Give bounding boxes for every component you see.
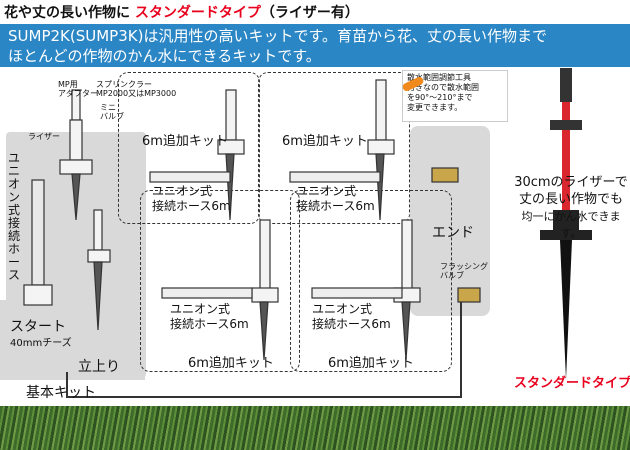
riser-note-line-3: 均一にかん水できます。 (521, 210, 621, 240)
label-flushing-valve: フラッシング バルブ (440, 262, 488, 280)
label-mini-valve: ミニ バルブ (100, 103, 124, 121)
riser-1 (69, 119, 83, 161)
add-kit-label-2: 6m追加キット (282, 134, 368, 149)
add-kit-label-1: 6m追加キット (142, 134, 228, 149)
banner-line-2: ほとんどの作物のかん水にできるキットです。 (8, 47, 321, 65)
label-basic-kit: 基本キット (26, 385, 96, 401)
stake-2 (93, 261, 103, 331)
riser-note: 30cmのライザーで 丈の長い作物でも 均一にかん水できます。 (512, 174, 630, 242)
irrigation-kit-diagram (23, 68, 592, 380)
cheese-fitting (23, 284, 53, 306)
tee-1 (59, 159, 93, 175)
basic-kit-panel-extension (0, 300, 145, 380)
title-prefix: 花や丈の長い作物に (4, 5, 130, 21)
union-hose-vertical (31, 179, 45, 286)
label-cheese: 40mmチーズ (10, 338, 72, 349)
label-start: スタート (10, 319, 66, 335)
add-kit-box-1 (118, 72, 260, 224)
add-kit-label-3: 6m追加キット (188, 356, 274, 371)
standard-type-sprinkler (540, 68, 592, 380)
riser-note-line-1: 30cmのライザーで (514, 175, 628, 190)
sprinkler-head-2 (93, 209, 103, 251)
union-hose-6m-label-1: ユニオン式 接続ホース6m (152, 184, 231, 213)
add-kit-box-2 (258, 72, 410, 224)
end-panel (410, 126, 490, 316)
grass-photo (0, 406, 630, 450)
stake-1 (71, 173, 81, 221)
basic-kit-bracket-right (460, 300, 462, 398)
label-sprinkler: スプリンクラー MP2000又はMP3000 (96, 80, 177, 98)
label-union-hose-vertical: ユニオン式 接続ホース (8, 151, 21, 282)
label-riser: ライザー (28, 132, 60, 141)
add-kit-box-4 (290, 190, 452, 372)
add-kit-box-3 (140, 190, 300, 372)
union-hose-6m-label-4: ユニオン式 接続ホース6m (312, 302, 391, 331)
union-hose-6m-label-3: ユニオン式 接続ホース6m (170, 302, 249, 331)
basic-kit-bracket-bottom (66, 396, 461, 398)
label-end: エンド (432, 225, 474, 241)
riser-note-line-2: 丈の長い作物でも (518, 192, 623, 207)
basic-kit-bracket-left (66, 372, 68, 398)
union-hose-6m-label-2: ユニオン式 接続ホース6m (296, 184, 375, 213)
title-type-name: スタンダードタイプ (134, 5, 261, 21)
page-title: 花や丈の長い作物に スタンダードタイプ（ライザー有） (4, 2, 359, 22)
adjustment-tool-callout: 散水範囲調節工具 付きなので散水範囲 を90°～210°まで 変更できます。 (402, 70, 508, 122)
banner-line-1: SUMP2K(SUMP3K)は汎用性の高いキットです。育苗から花、丈の長い作物ま… (8, 27, 547, 45)
product-type-label: スタンダードタイプ (514, 376, 630, 391)
description-banner: SUMP2K(SUMP3K)は汎用性の高いキットです。育苗から花、丈の長い作物ま… (0, 24, 630, 67)
title-suffix: （ライザー有） (260, 5, 359, 21)
label-standing: 立上り (78, 359, 120, 375)
add-kit-label-4: 6m追加キット (328, 356, 414, 371)
label-mp-adapter: MP用 アダプター (58, 80, 98, 98)
